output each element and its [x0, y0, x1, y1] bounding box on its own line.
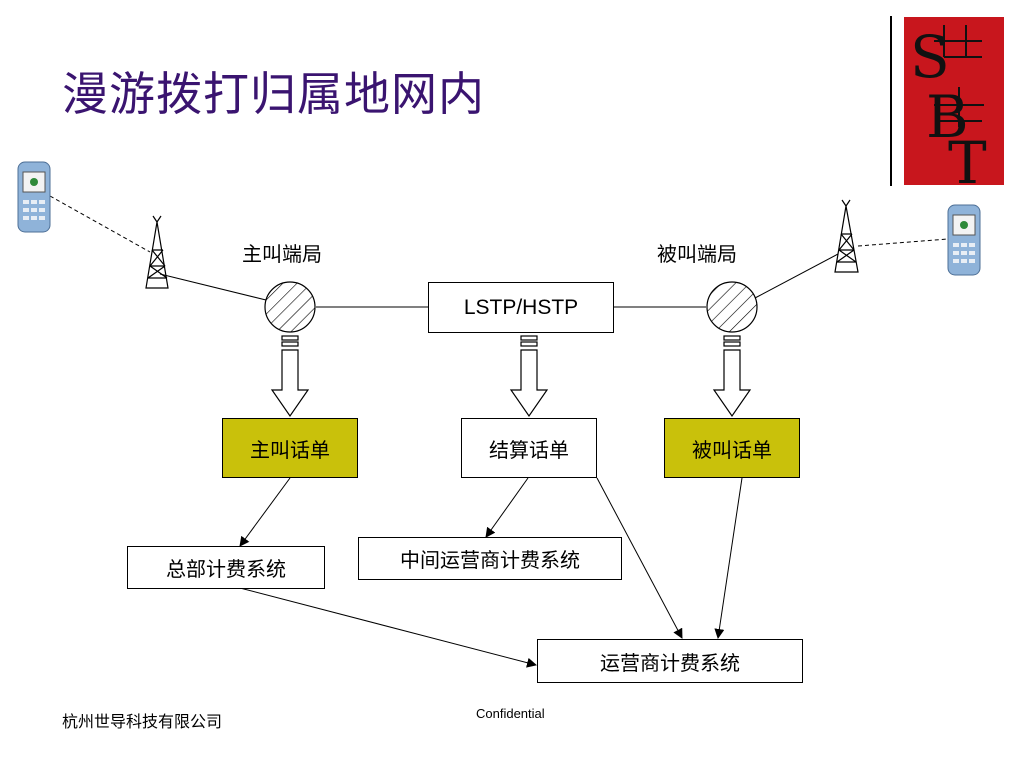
- called-office-label: 被叫端局: [657, 242, 737, 266]
- block-arrow-called: [712, 335, 752, 418]
- arrow-calling-to-hq: [239, 477, 291, 547]
- called-cdr-box: 被叫话单: [664, 418, 800, 478]
- arrow-called-to-operator: [714, 477, 743, 639]
- arrow-hq-to-operator: [239, 587, 537, 668]
- settlement-cdr-box: 结算话单: [461, 418, 597, 478]
- calling-cdr-box: 主叫话单: [222, 418, 358, 478]
- intermediate-billing-box: 中间运营商计费系统: [358, 537, 622, 580]
- svg-text:T: T: [948, 129, 987, 185]
- logo-divider: [890, 16, 892, 186]
- calling-office-label: 主叫端局: [242, 242, 322, 266]
- arrow-settlement-to-intermediate: [485, 477, 529, 538]
- block-arrow-settlement: [509, 335, 549, 418]
- switch-calling-icon: [264, 281, 316, 333]
- hq-billing-box: 总部计费系统: [127, 546, 325, 589]
- link-tower-left-switch: [159, 273, 267, 301]
- confidential-label: Confidential: [476, 706, 545, 721]
- page-title: 漫游拨打归属地网内: [62, 67, 485, 121]
- company-name: 杭州世导科技有限公司: [62, 712, 223, 731]
- operator-billing-box: 运营商计费系统: [537, 639, 803, 683]
- block-arrow-calling: [270, 335, 310, 418]
- tower-right-icon: [834, 199, 859, 273]
- lstp-hstp-node: LSTP/HSTP: [428, 282, 614, 333]
- wireless-link-right: [857, 238, 949, 247]
- mobile-phone-left-icon: [17, 161, 51, 233]
- company-logo: S B T: [904, 17, 1004, 185]
- mobile-phone-right-icon: [947, 204, 981, 276]
- link-tower-right-switch: [754, 253, 839, 299]
- arrow-settlement-to-operator: [596, 477, 683, 639]
- svg-text:B: B: [926, 83, 969, 151]
- wireless-link-left: [49, 195, 151, 253]
- logo-graphic: S B T: [910, 23, 987, 185]
- tower-left-icon: [145, 215, 169, 289]
- switch-called-icon: [706, 281, 758, 333]
